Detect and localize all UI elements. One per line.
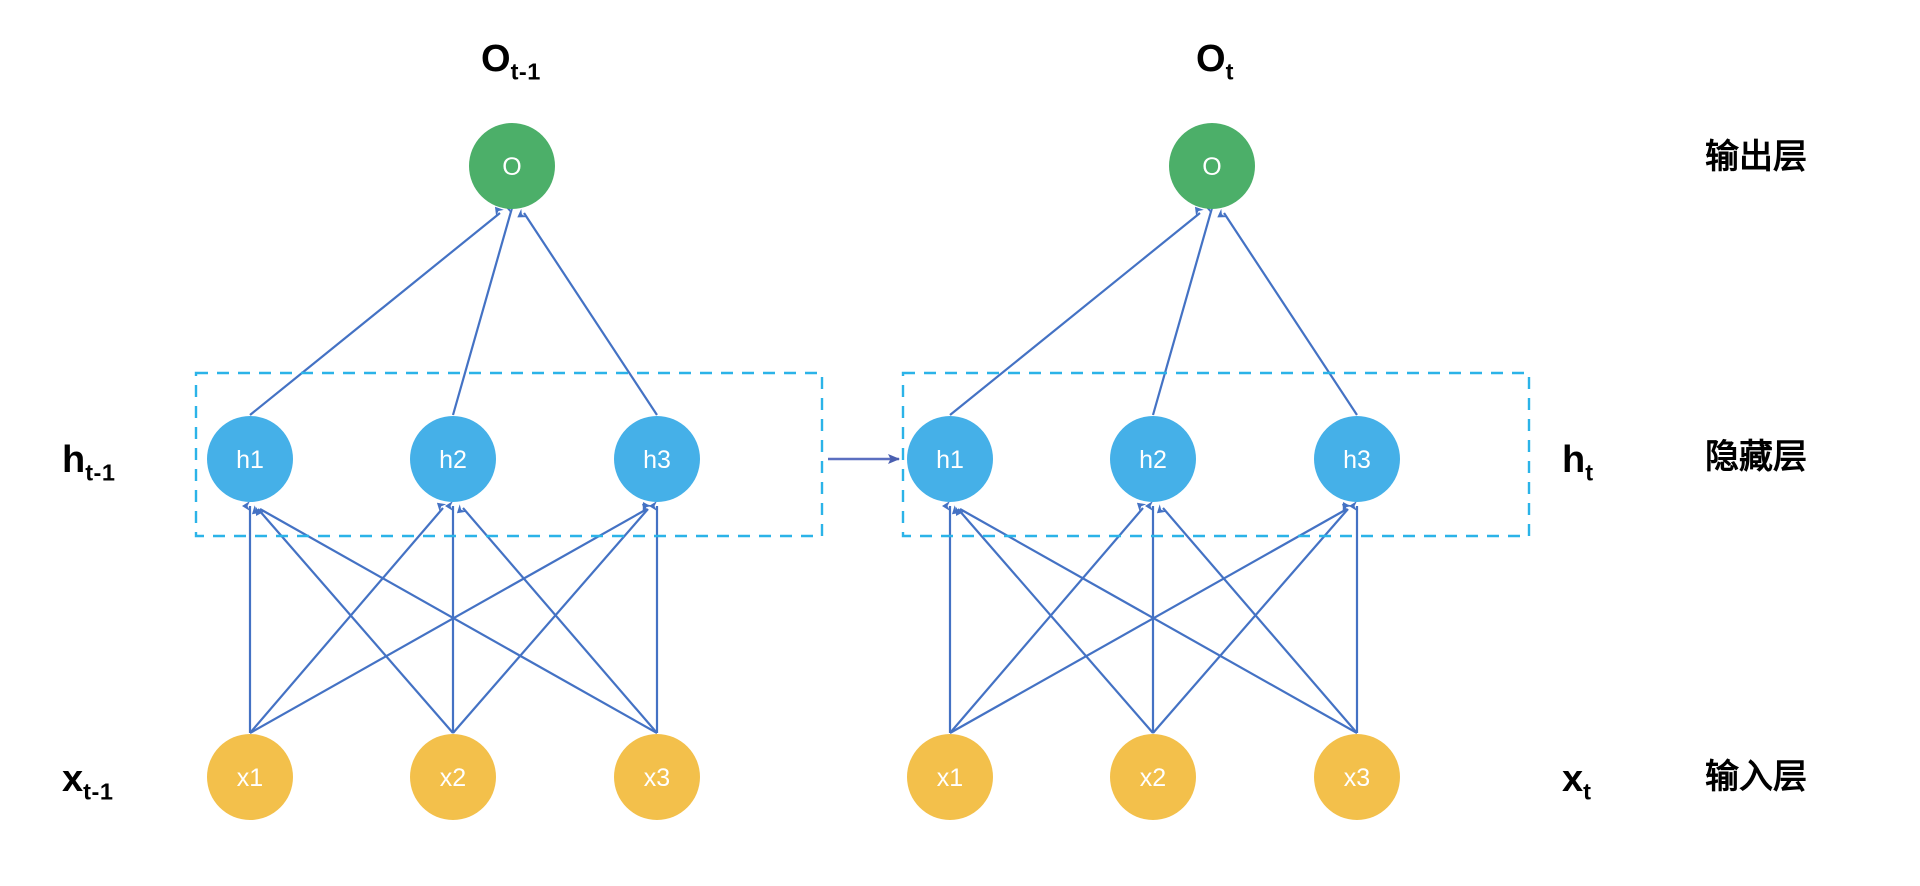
edge-x2-h3 <box>452 503 652 734</box>
hidden-node-h1-right[interactable]: h1 <box>907 416 993 502</box>
hidden-node-circle-h3-right[interactable] <box>1314 416 1400 502</box>
output-node-text-left: O <box>502 153 521 181</box>
output-title-sub-right: t <box>1225 58 1234 85</box>
edge-x1-h2 <box>249 502 447 734</box>
output-node-circle-left[interactable] <box>469 123 555 209</box>
input-node-x2-right[interactable]: x2 <box>1110 734 1196 820</box>
hidden-layer-box-left <box>194 371 824 538</box>
hidden-layer-box-right <box>901 371 1531 538</box>
input-node-circle-x1-right[interactable] <box>907 734 993 820</box>
input-state-label-left: xt-1 <box>62 760 113 804</box>
output-title-sub-left: t-1 <box>510 58 541 85</box>
hidden-node-text-h3-left: h3 <box>643 446 671 474</box>
layer-label-hidden: 隐藏层 <box>1705 437 1807 477</box>
hidden-node-text-h1-right: h1 <box>936 446 964 474</box>
edges-input-to-hidden-left <box>242 501 659 734</box>
edge-x3-h1-right <box>955 506 1358 734</box>
output-title-right: Ot <box>1196 40 1234 84</box>
input-state-sub-left: t-1 <box>83 778 114 805</box>
hidden-node-circle-h3-left[interactable] <box>614 416 700 502</box>
edge-x3-h1 <box>255 506 658 734</box>
hidden-node-circle-h1-right[interactable] <box>907 416 993 502</box>
edge-x2-h1-right <box>951 505 1154 734</box>
output-node-text-right: O <box>1202 153 1221 181</box>
edge-x2-h1 <box>251 505 454 734</box>
hidden-node-text-h2-left: h2 <box>439 446 467 474</box>
input-node-circle-x3-right[interactable] <box>1314 734 1400 820</box>
output-title-base-left: O <box>481 38 511 80</box>
input-node-circle-x3-left[interactable] <box>614 734 700 820</box>
input-node-text-x1-left: x1 <box>237 764 263 792</box>
edge-x3-h2 <box>456 504 658 734</box>
input-state-label-right: xt <box>1562 760 1591 804</box>
edge-x2-h3-right <box>1152 503 1352 734</box>
input-state-sub-right: t <box>1583 778 1592 805</box>
layer-label-input: 输入层 <box>1705 757 1807 797</box>
output-title-left: Ot-1 <box>481 40 541 84</box>
hidden-state-label-right: ht <box>1562 441 1594 485</box>
hidden-node-h2-left[interactable]: h2 <box>410 416 496 502</box>
hidden-node-h1-left[interactable]: h1 <box>207 416 293 502</box>
edge-x1-h2-right <box>949 502 1147 734</box>
input-node-x3-left[interactable]: x3 <box>614 734 700 820</box>
input-node-text-x1-right: x1 <box>937 764 963 792</box>
edges-hidden-to-output-right <box>949 203 1358 416</box>
edge-h2-o <box>451 203 514 416</box>
input-node-x1-left[interactable]: x1 <box>207 734 293 820</box>
output-node-circle-right[interactable] <box>1169 123 1255 209</box>
edge-h2-o-right <box>1151 203 1214 416</box>
timestep-block-right: O h1 h2 h3 x1 x2 <box>901 123 1531 820</box>
edge-x3-h2-right <box>1156 504 1358 734</box>
edges-input-to-hidden-right <box>942 501 1359 734</box>
hidden-state-sub-left: t-1 <box>85 459 116 486</box>
edge-x1-h3 <box>249 502 652 734</box>
output-node-left[interactable]: O <box>469 123 555 209</box>
edge-h3-o-right <box>1217 208 1358 416</box>
input-state-base-right: x <box>1562 758 1584 800</box>
hidden-node-text-h3-right: h3 <box>1343 446 1371 474</box>
output-node-right[interactable]: O <box>1169 123 1255 209</box>
input-node-x3-right[interactable]: x3 <box>1314 734 1400 820</box>
edge-h1-o-right <box>949 206 1204 416</box>
hidden-state-base-left: h <box>62 439 86 481</box>
input-node-text-x3-left: x3 <box>644 764 670 792</box>
layer-label-output: 输出层 <box>1705 137 1807 177</box>
input-node-text-x3-right: x3 <box>1344 764 1370 792</box>
hidden-node-text-h2-right: h2 <box>1139 446 1167 474</box>
hidden-node-circle-h2-right[interactable] <box>1110 416 1196 502</box>
hidden-state-sub-right: t <box>1585 459 1594 486</box>
input-state-base-left: x <box>62 758 84 800</box>
hidden-node-h2-right[interactable]: h2 <box>1110 416 1196 502</box>
edges-hidden-to-output-left <box>249 203 658 416</box>
input-node-x2-left[interactable]: x2 <box>410 734 496 820</box>
hidden-node-h3-right[interactable]: h3 <box>1314 416 1400 502</box>
input-node-text-x2-right: x2 <box>1140 764 1166 792</box>
input-node-circle-x2-left[interactable] <box>410 734 496 820</box>
hidden-node-h3-left[interactable]: h3 <box>614 416 700 502</box>
input-node-circle-x1-left[interactable] <box>207 734 293 820</box>
hidden-state-base-right: h <box>1562 439 1586 481</box>
input-node-text-x2-left: x2 <box>440 764 466 792</box>
hidden-node-circle-h1-left[interactable] <box>207 416 293 502</box>
edge-h1-o <box>249 206 504 416</box>
input-node-circle-x2-right[interactable] <box>1110 734 1196 820</box>
edge-h3-o <box>517 208 658 416</box>
hidden-node-text-h1-left: h1 <box>236 446 264 474</box>
timestep-block-left: O h1 h2 h3 x1 x2 <box>194 123 824 820</box>
output-title-base-right: O <box>1196 38 1226 80</box>
input-node-x1-right[interactable]: x1 <box>907 734 993 820</box>
hidden-state-label-left: ht-1 <box>62 441 116 485</box>
edge-x1-h3-right <box>949 502 1352 734</box>
hidden-node-circle-h2-left[interactable] <box>410 416 496 502</box>
